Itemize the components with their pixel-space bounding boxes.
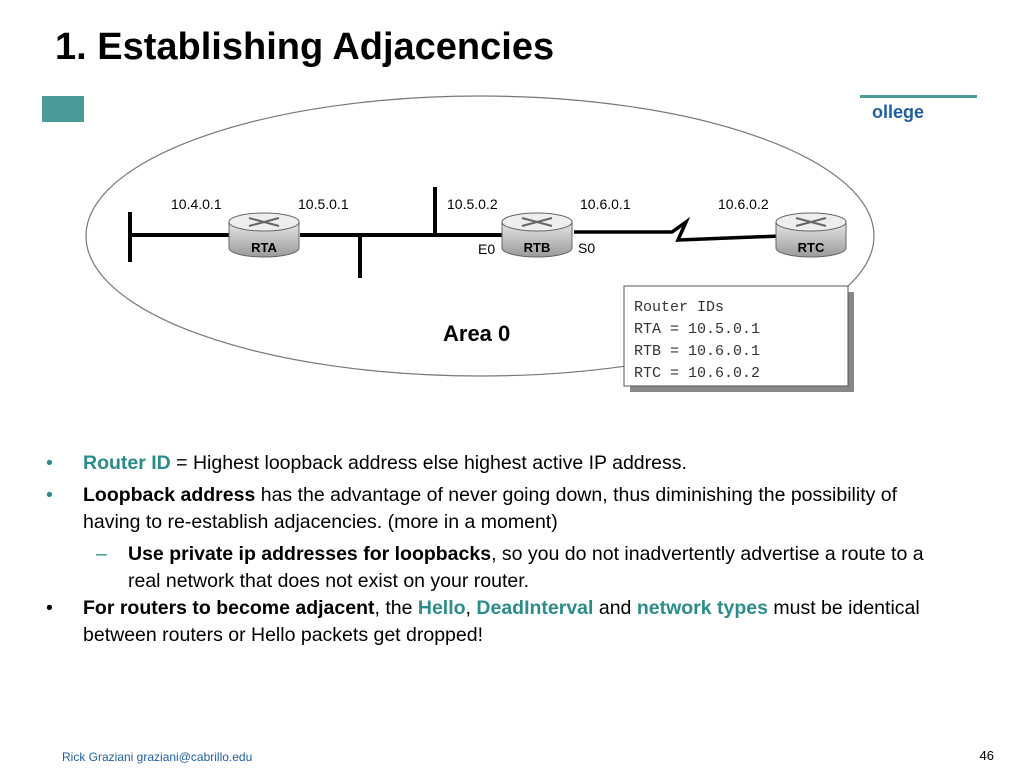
page-number: 46 [979,748,994,763]
bullet-adjacent: • For routers to become adjacent, the Hel… [46,595,926,649]
term-loopback: Loopback address [83,484,256,506]
subbullet-private-ip: –Use private ip addresses for loopbacks,… [46,541,926,595]
term-private-ip: Use private ip addresses for loopbacks [128,543,492,565]
bullet-list: • Router ID = Highest loopback address el… [46,450,926,654]
term-network-types: network types [636,597,768,619]
router-rtc-icon [775,212,847,258]
area-label: Area 0 [443,321,510,346]
term-deadinterval: DeadInterval [476,597,594,619]
area-boundary [85,95,875,377]
footer-author: Rick Graziani graziani@cabrillo.edu [62,750,253,764]
router-id-line: RTA = 10.5.0.1 [634,321,760,338]
ospf-topology-diagram: RTA RTB RTC 10.4.0.1 10.5.0.1 10.5.0.2 1… [85,95,875,392]
bullet-text: , [465,597,477,619]
term-adjacent: For routers to become adjacent [83,597,375,619]
dash-marker: – [96,543,107,565]
slide-title: 1. Establishing Adjacencies [55,26,555,68]
router-id-line: RTB = 10.6.0.1 [634,343,760,360]
ip-label: 10.6.0.2 [718,196,769,212]
bullet-marker: • [46,597,53,619]
router-id-line: RTC = 10.6.0.2 [634,365,760,382]
term-router-id: Router ID [83,452,171,474]
teal-decoration-block [42,96,84,122]
ip-label: 10.6.0.1 [580,196,631,212]
teal-decoration-line [860,95,977,98]
bullet-text: = Highest loopback address else highest … [170,452,687,474]
ip-label: 10.5.0.1 [298,196,349,212]
router-label-rta: RTA [251,240,277,255]
router-ids-box [623,285,849,387]
college-logo-text: ollege [872,102,925,122]
bullet-text: and [593,597,637,619]
bullet-marker: • [46,452,53,474]
router-label-rtb: RTB [524,240,551,255]
router-ids-header: Router IDs [634,299,724,316]
bullet-loopback: • Loopback address has the advantage of n… [46,482,926,536]
interface-label-s0: S0 [578,240,595,256]
bullet-text: , the [374,597,418,619]
bullet-marker: • [46,484,53,506]
router-rtb-icon [501,212,573,258]
router-rta-icon [228,212,300,258]
ip-label: 10.4.0.1 [171,196,222,212]
ip-label: 10.5.0.2 [447,196,498,212]
router-label-rtc: RTC [798,240,825,255]
bullet-text: must be identical between routers or Hel… [83,597,920,646]
bullet-text: , so you do not inadvertently advertise … [128,543,924,592]
serial-link-10-6 [574,216,781,242]
interface-label-e0: E0 [478,241,495,257]
bullet-text: has the advantage of never going down, t… [83,484,898,533]
term-hello: Hello [417,597,466,619]
bullet-router-id: • Router ID = Highest loopback address el… [46,450,926,477]
